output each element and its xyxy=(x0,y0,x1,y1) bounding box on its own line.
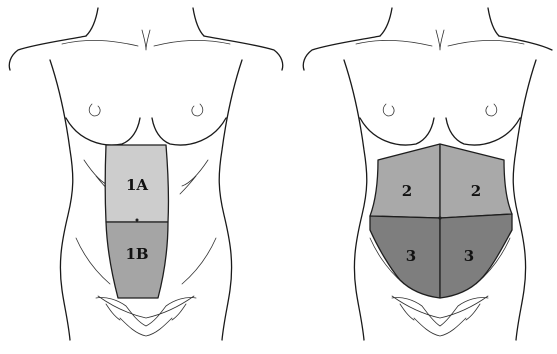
left-torso-figure: 1A 1B xyxy=(9,8,282,340)
zone-2-left-label: 2 xyxy=(402,182,412,200)
right-umbilicus xyxy=(438,216,441,219)
zone-3-right-label: 3 xyxy=(464,247,474,265)
left-umbilicus xyxy=(136,219,139,222)
zone-2-right xyxy=(440,144,512,218)
right-neck-outline xyxy=(380,8,499,36)
right-torso-figure: 2 2 3 3 xyxy=(303,8,552,340)
left-neck-outline xyxy=(86,8,204,36)
zone-3-right xyxy=(440,214,512,298)
right-pelvis-lines xyxy=(392,297,488,336)
zone-3-left-label: 3 xyxy=(406,247,416,265)
zone-1a-label: 1A xyxy=(126,176,148,194)
zone-1b-label: 1B xyxy=(125,245,148,263)
zone-2-left xyxy=(370,144,440,218)
left-clavicle-lines xyxy=(62,40,230,46)
right-breast-outlines xyxy=(360,118,520,145)
left-breast-outlines xyxy=(66,118,226,145)
zone-2-right-label: 2 xyxy=(471,182,481,200)
left-pelvis-lines xyxy=(96,297,196,336)
right-clavicle-lines xyxy=(356,40,524,46)
